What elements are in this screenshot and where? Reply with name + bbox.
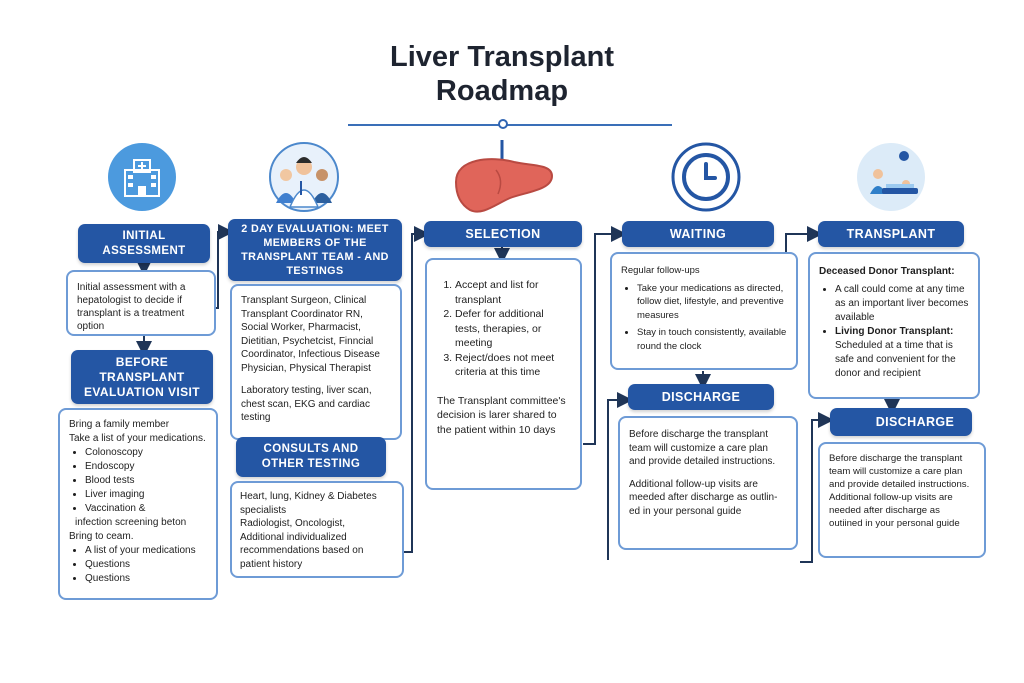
connector-col4-to-col5-discharge (800, 412, 834, 563)
title-divider-dot (498, 119, 508, 129)
selection-options-list: Accept and list for transplant Defer for… (437, 278, 570, 380)
testing-text: Laboratory testing, liver scan, chest sc… (241, 385, 372, 423)
list-item: Questions (85, 572, 207, 586)
surgery-icon (856, 142, 926, 212)
before-evaluation-line-2: Take a list of your medications. (69, 433, 206, 444)
consults-box: Heart, lung, Kidney & Diabetes specialis… (230, 481, 404, 578)
list-item: Blood tests (85, 474, 207, 488)
discharge-header-2: DISCHARGE (830, 408, 972, 436)
initial-assessment-box: Initial assessment with a hepatologist t… (66, 270, 216, 336)
discharge-box-1: Before discharge the transplant team wil… (618, 416, 798, 550)
before-evaluation-box: Bring a family member Take a list of you… (58, 408, 218, 600)
list-item: Questions (85, 558, 207, 572)
living-donor-title: Living Donor Transplant: (835, 326, 954, 337)
list-item: Vaccination & (85, 502, 207, 516)
consults-text-1: Heart, lung, Kidney & Diabetes specialis… (240, 491, 377, 516)
waiting-box: Regular follow-ups Take your medications… (610, 252, 798, 370)
list-item: A call could come at any time as an impo… (835, 283, 969, 325)
before-evaluation-line-1: Bring a family member (69, 419, 170, 430)
initial-assessment-header: INITIAL ASSESSMENT (78, 224, 210, 263)
team-members-text: Transplant Surgeon, Clinical Transplant … (241, 295, 380, 374)
discharge-text-1b: Additional follow-up visits are meeded a… (629, 478, 778, 517)
before-evaluation-list: Colonoscopy Endoscopy Blood tests Liver … (69, 446, 207, 516)
liver-icon (452, 140, 556, 216)
discharge-header-1: DISCHARGE (628, 384, 774, 410)
discharge-text-2b: Additional follow-up visits are needed a… (829, 492, 960, 529)
transplant-box: Deceased Donor Transplant: A call could … (808, 252, 980, 399)
list-item: Liver imaging (85, 488, 207, 502)
selection-note: The Transplant committee's decision is l… (437, 394, 566, 436)
discharge-text-1a: Before discharge the transplant team wil… (629, 429, 776, 467)
clock-icon (671, 142, 741, 212)
before-evaluation-list-2: A list of your medications Questions Que… (69, 544, 207, 586)
selection-label: SELECTION (465, 226, 541, 241)
before-evaluation-line-3: infection screening beton (75, 517, 187, 528)
living-donor-text: Scheduled at a time that is safe and con… (835, 340, 956, 379)
consults-text-2: Radiologist, Oncologist, (240, 518, 346, 529)
consults-text-3: Additional individualized recommendation… (240, 531, 364, 570)
hospital-icon (107, 142, 177, 212)
medical-team-icon (268, 141, 340, 213)
list-item: Living Donor Transplant: Scheduled at a … (835, 325, 969, 381)
two-day-evaluation-label: 2 DAY EVALUATION: MEET MEMBERS OF THE TR… (241, 223, 389, 277)
connector-col4-to-col5 (785, 226, 823, 252)
list-item: Stay in touch consistently, available ro… (637, 326, 787, 353)
initial-assessment-label: INITIAL ASSESSMENT (102, 229, 186, 257)
list-item: A list of your medications (85, 544, 207, 558)
list-item: Endoscopy (85, 460, 207, 474)
deceased-donor-list: A call could come at any time as an impo… (819, 283, 969, 381)
transplant-header: TRANSPLANT (818, 221, 964, 247)
waiting-label: WAITING (669, 226, 727, 241)
discharge-text-2a: Before discharge the transplant team wil… (829, 453, 970, 490)
waiting-header: WAITING (622, 221, 774, 247)
consults-header: CONSULTS AND OTHER TESTING (236, 437, 386, 477)
two-day-evaluation-header: 2 DAY EVALUATION: MEET MEMBERS OF THE TR… (228, 219, 402, 281)
discharge-label-1: DISCHARGE (661, 389, 741, 404)
connector-col2-to-col3 (404, 226, 430, 553)
connector-discharge-loop (607, 392, 633, 560)
list-item: Defer for additional tests, therapies, o… (455, 307, 570, 351)
consults-label: CONSULTS AND OTHER TESTING (261, 443, 361, 470)
list-item: Colonoscopy (85, 446, 207, 460)
selection-box: Accept and list for transplant Defer for… (425, 258, 582, 490)
list-item: Accept and list for transplant (455, 278, 570, 307)
before-evaluation-label: BEFORE TRANSPLANT EVALUATION VISIT (84, 354, 200, 399)
page-title: Liver Transplant Roadmap (312, 40, 692, 108)
list-item: Take your medications as directed, follo… (637, 282, 787, 323)
transplant-label: TRANSPLANT (846, 226, 936, 241)
list-item: Reject/does not meet criteria at this ti… (455, 351, 570, 380)
before-evaluation-header: BEFORE TRANSPLANT EVALUATION VISIT (71, 350, 213, 404)
discharge-label-2: DISCHARGE (875, 414, 955, 429)
two-day-evaluation-box: Transplant Surgeon, Clinical Transplant … (230, 284, 402, 440)
title-divider (348, 124, 672, 126)
title-line-1: Liver Transplant (389, 41, 614, 73)
waiting-intro: Regular follow-ups (621, 265, 700, 276)
connector-col3-to-col4 (583, 226, 627, 445)
selection-header: SELECTION (424, 221, 582, 247)
title-line-2: Roadmap (435, 75, 569, 107)
deceased-donor-title: Deceased Donor Transplant: (819, 266, 955, 277)
discharge-box-2: Before discharge the transplant team wil… (818, 442, 986, 558)
before-evaluation-line-4: Bring to ceam. (69, 531, 134, 542)
waiting-list: Take your medications as directed, follo… (621, 282, 787, 354)
initial-assessment-text: Initial assessment with a hepatologist t… (77, 282, 186, 332)
